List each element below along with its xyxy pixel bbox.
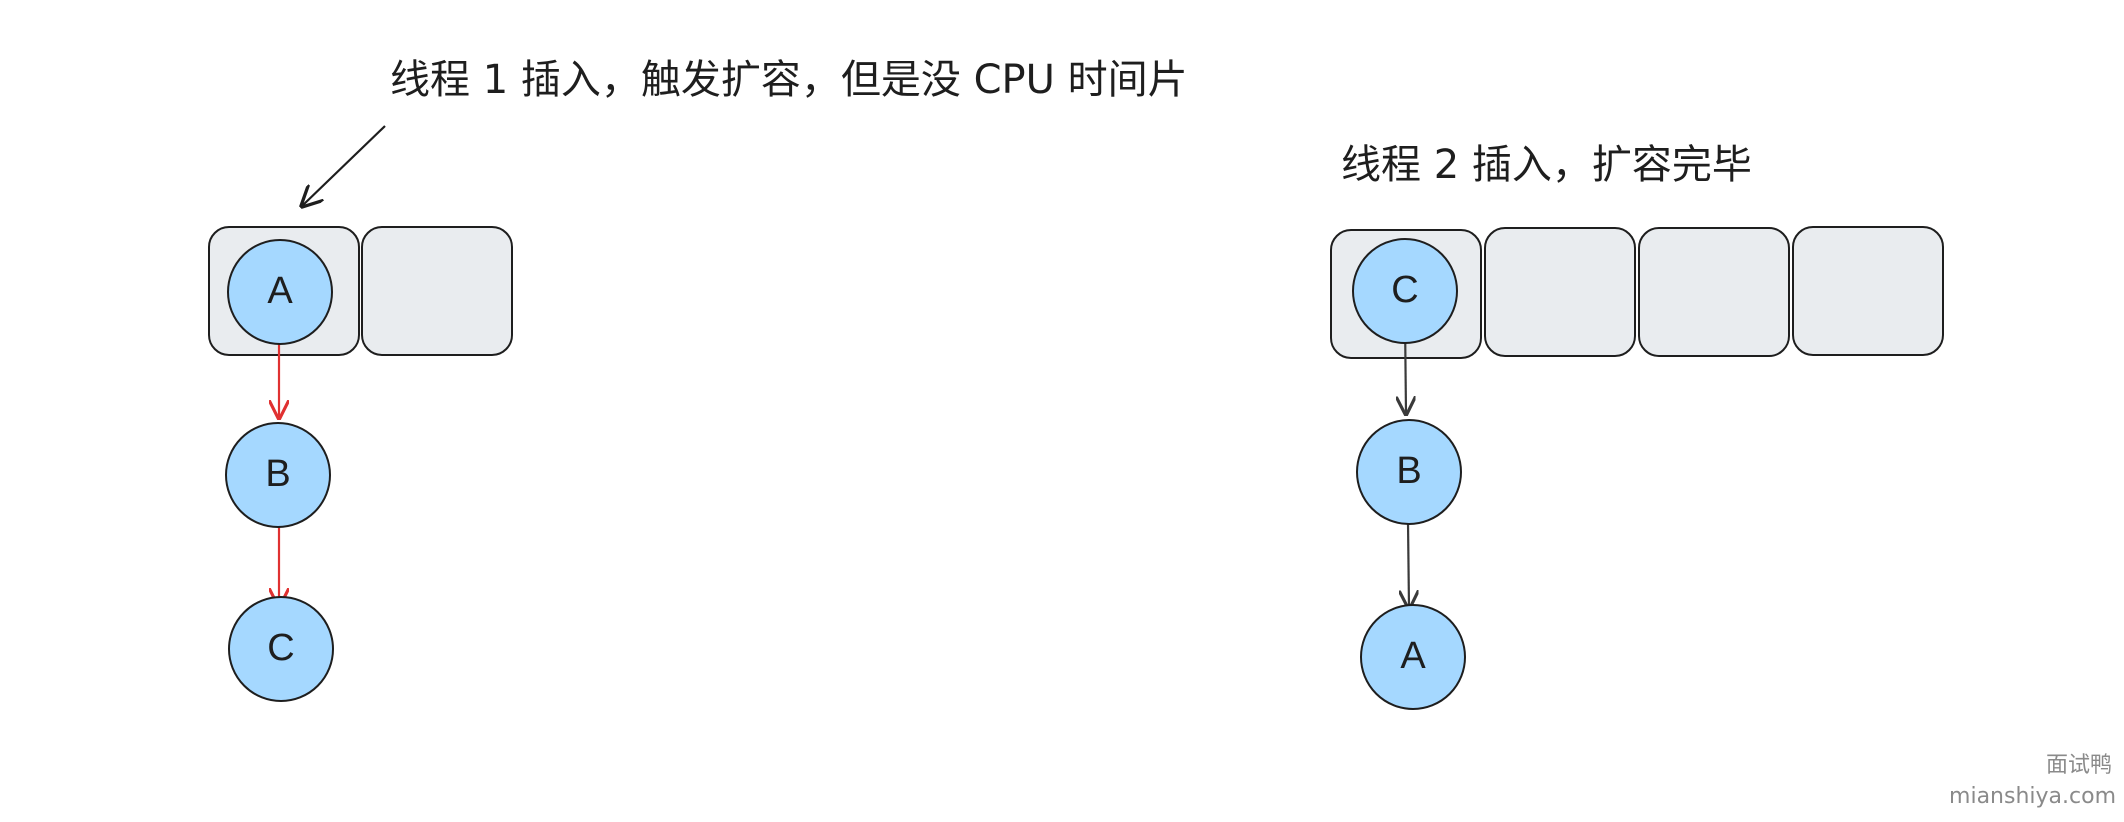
node-circle xyxy=(1360,604,1466,710)
node-label: A xyxy=(267,270,293,312)
caption-pointer-arrow xyxy=(302,125,386,206)
left-caption: 线程 1 插入，触发扩容，但是没 CPU 时间片 xyxy=(390,57,1188,103)
link-b-to-a xyxy=(1408,521,1409,608)
node-circle xyxy=(227,239,333,345)
node-circle xyxy=(1352,238,1458,344)
node-circle xyxy=(225,422,331,528)
node-label: B xyxy=(265,453,290,495)
bucket-slot-2 xyxy=(1484,227,1636,357)
node-circle xyxy=(228,596,334,702)
watermark-brand: 面试鸭 xyxy=(2045,753,2112,778)
right-caption: 线程 2 插入，扩容完毕 xyxy=(1341,142,1752,188)
node-label: C xyxy=(267,627,294,669)
bucket-slot-2 xyxy=(361,226,513,356)
bucket-slot-4 xyxy=(1792,226,1944,356)
right-panel: C B A xyxy=(1330,226,1944,710)
bucket-slot-3 xyxy=(1638,227,1790,357)
node-circle xyxy=(1356,419,1462,525)
node-label: C xyxy=(1391,269,1418,311)
watermark-url: mianshiya.com xyxy=(1949,784,2116,809)
left-panel: A B C xyxy=(208,125,513,702)
node-label: B xyxy=(1396,450,1421,492)
node-label: A xyxy=(1400,635,1426,677)
